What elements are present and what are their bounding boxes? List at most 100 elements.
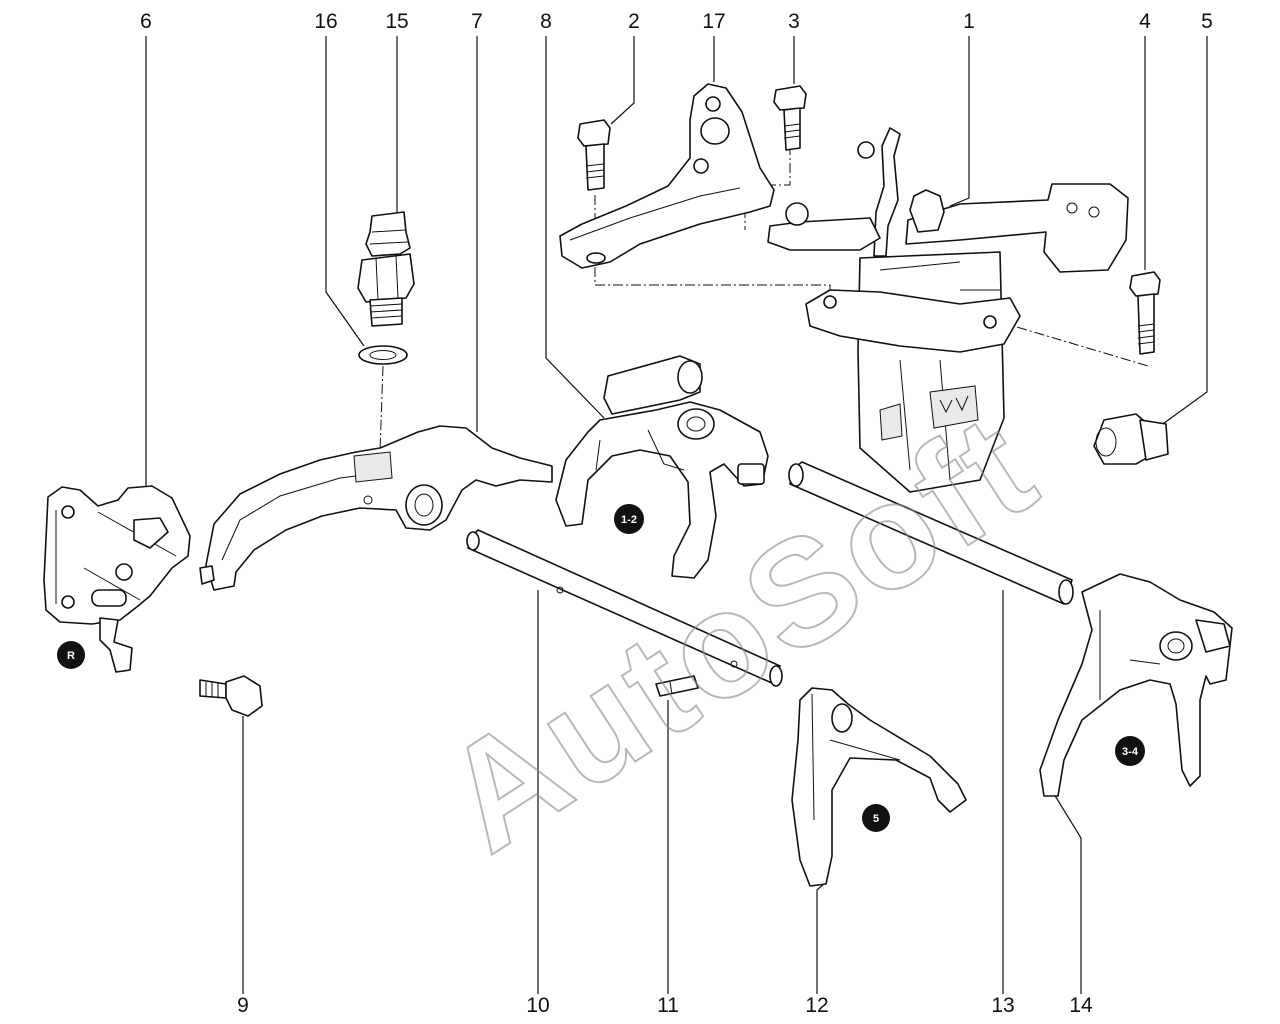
bracket17-hole-large xyxy=(700,117,730,145)
bracket-tab xyxy=(99,617,133,673)
leader-5 xyxy=(1159,36,1208,427)
reverse-light-switch-part-15 xyxy=(357,211,415,327)
leader-12 xyxy=(816,881,827,994)
bolt4-head xyxy=(1129,271,1161,297)
sealing-washer-part-16 xyxy=(358,345,408,365)
bracket17-hole-top xyxy=(705,96,721,112)
reverse-selector-lever-part-7 xyxy=(199,425,553,591)
lever-pin-hole xyxy=(363,495,373,505)
leader-14 xyxy=(1053,793,1082,994)
bush-end xyxy=(1095,427,1117,457)
selector-fork-1-2-part-8 xyxy=(555,355,769,579)
bolt-part-9 xyxy=(199,675,263,717)
bolt-part-4 xyxy=(1129,271,1161,355)
bolt9-thread xyxy=(205,682,219,697)
fork12-body xyxy=(555,401,769,579)
callout-6: 6 xyxy=(140,10,152,33)
mech-housing-lines xyxy=(879,261,1000,481)
selector-fork-3-4-part-14 xyxy=(1039,573,1233,797)
fork34-lug xyxy=(1195,619,1231,653)
fork12-detail-lines xyxy=(595,429,685,471)
switch-thread-lines xyxy=(369,303,403,319)
badge-5-label: 5 xyxy=(873,813,879,825)
mech-side-slot xyxy=(879,403,903,441)
callout-17: 17 xyxy=(702,10,725,33)
bolt-part-2 xyxy=(577,119,611,191)
lever-pivot-bore xyxy=(405,484,443,526)
badge-reverse-label: R xyxy=(67,650,75,662)
mech-window-marks xyxy=(939,395,969,414)
bracket17-edge xyxy=(569,187,741,241)
mech-arm-ball xyxy=(857,141,875,159)
lever-body xyxy=(205,425,553,591)
leader-2 xyxy=(610,36,635,125)
bracket-hole-mid xyxy=(115,563,133,581)
mech-window xyxy=(929,385,979,429)
washer-inner-ring xyxy=(369,350,397,360)
callout-13: 13 xyxy=(991,994,1014,1017)
mech-dome-cap xyxy=(909,189,945,233)
switch-hex-facets xyxy=(375,255,399,301)
selector-rod-part-13 xyxy=(788,461,1074,605)
lever-block xyxy=(353,451,393,483)
rod10-end-right xyxy=(769,665,783,687)
bolt3-thread xyxy=(783,123,801,139)
selector-rod-part-10 xyxy=(466,529,783,687)
fork12-hub-end xyxy=(677,360,703,394)
badge-5: 5 xyxy=(862,804,890,832)
leader-1 xyxy=(949,36,970,207)
callout-9: 9 xyxy=(237,994,249,1017)
mech-lever-ball xyxy=(785,202,809,226)
switch-connector-body xyxy=(365,211,411,257)
badge-reverse-disc xyxy=(57,641,85,669)
rod13-end-left xyxy=(788,463,804,487)
bolt-part-3 xyxy=(773,85,807,151)
mech-flange-hole-right xyxy=(983,315,997,329)
badge-1-2: 1-2 xyxy=(614,504,644,534)
bolt4-shank xyxy=(1137,293,1155,355)
lever-pin-tip xyxy=(199,565,215,585)
fork5-body xyxy=(791,687,967,887)
lever-arm-edge xyxy=(221,473,373,561)
rod10-hole xyxy=(556,586,564,594)
roll-pin-part-11 xyxy=(655,675,699,697)
bracket-hole-top xyxy=(61,505,75,519)
mech-lever-hole-b xyxy=(1088,206,1100,218)
rod10-hole-2 xyxy=(730,660,738,668)
switch-connector-lines xyxy=(369,229,409,245)
mech-upper-lever xyxy=(905,183,1129,273)
fork5-bore xyxy=(831,703,853,733)
badge-reverse: R xyxy=(57,641,85,669)
rod10-end-left xyxy=(466,531,480,551)
badge-3-4: 3-4 xyxy=(1115,736,1145,766)
shift-mechanism-part-1 xyxy=(767,127,1129,493)
leader-lines xyxy=(145,36,1208,994)
callout-3: 3 xyxy=(788,10,800,33)
mech-flange xyxy=(805,289,1021,353)
mech-lower-lever xyxy=(767,217,881,251)
support-bracket-part-17 xyxy=(559,83,775,269)
fork34-bore-inner xyxy=(1167,638,1185,654)
lever-pivot-inner xyxy=(414,493,434,517)
callout-1: 1 xyxy=(963,10,975,33)
bush-part-5 xyxy=(1093,413,1169,465)
mech-lever-hole-a xyxy=(1066,202,1078,214)
fork34-body xyxy=(1039,573,1233,797)
badge-1-2-disc xyxy=(614,504,644,534)
bolt3-head xyxy=(773,85,807,111)
fork5-detail-lines xyxy=(811,693,901,821)
bush-body xyxy=(1093,413,1151,465)
bracket-boss xyxy=(133,517,169,549)
bolt2-head xyxy=(577,119,611,147)
axis-bolt-4 xyxy=(999,321,1149,367)
bracket-hole-bottom xyxy=(61,595,75,609)
badge-5-disc xyxy=(862,804,890,832)
bolt9-head xyxy=(225,675,263,717)
bracket17-hole-mid xyxy=(693,158,709,174)
badge-3-4-disc xyxy=(1115,736,1145,766)
fork34-detail-lines xyxy=(1099,610,1161,700)
switch-hex-nut xyxy=(357,253,415,303)
mech-selector-arm xyxy=(873,127,901,257)
reverse-bracket-part-6 xyxy=(43,485,191,673)
bracket-slot xyxy=(91,589,127,607)
